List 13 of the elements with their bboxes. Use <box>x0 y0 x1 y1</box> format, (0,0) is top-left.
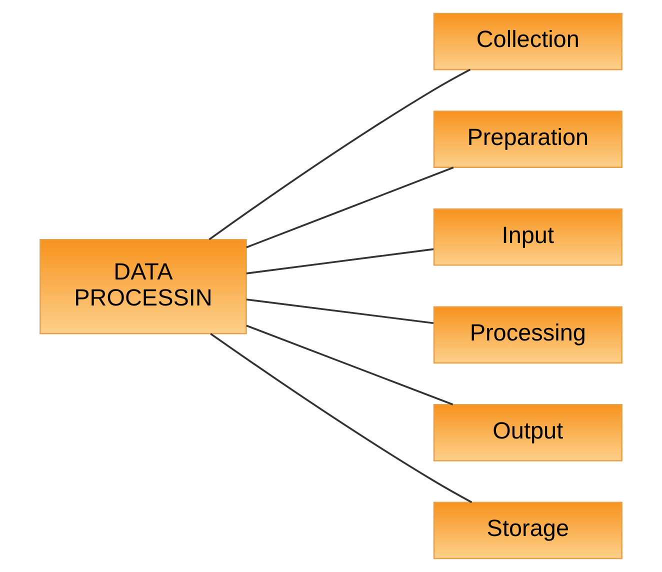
node-box: Input <box>433 208 622 266</box>
connector <box>246 166 454 248</box>
connector <box>246 248 434 274</box>
connector <box>210 332 472 504</box>
node-box: Output <box>433 404 622 462</box>
node-box: Collection <box>433 12 622 70</box>
node-box: DATA PROCESSIN <box>40 239 247 334</box>
node-box: Processing <box>433 306 622 364</box>
connector <box>246 324 454 406</box>
node-box: Storage <box>433 502 622 560</box>
node-box: Preparation <box>433 110 622 168</box>
connector <box>208 68 471 240</box>
connector <box>246 298 434 324</box>
